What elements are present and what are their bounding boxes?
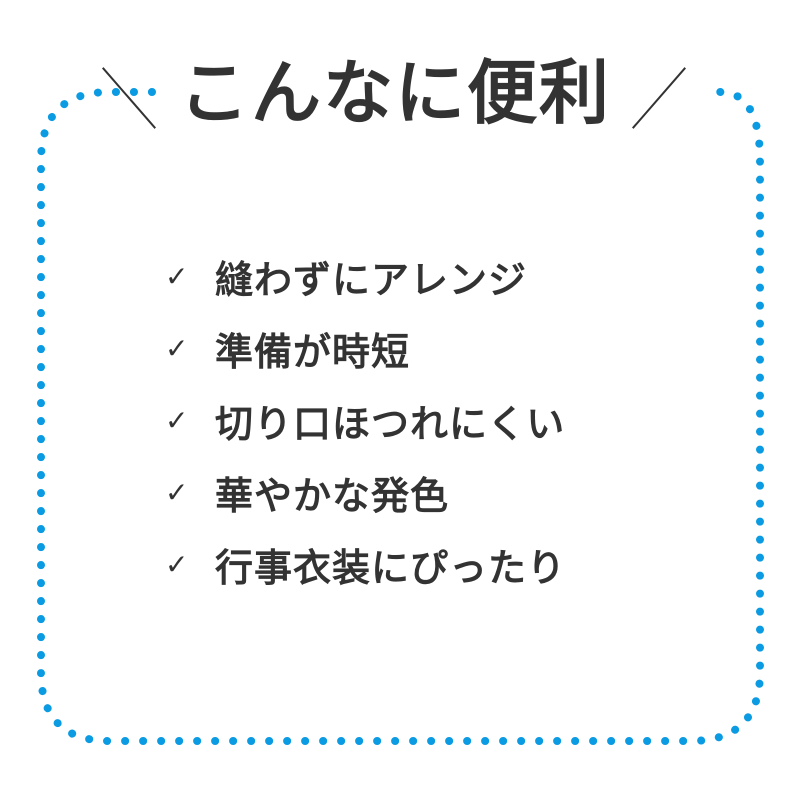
list-item: ✓ 華やかな発色 [165,456,566,528]
check-icon: ✓ [165,331,189,365]
list-item: ✓ 行事衣装にぴったり [165,528,566,600]
list-item: ✓ 準備が時短 [165,312,566,384]
list-item-label: 切り口ほつれにくい [215,401,566,446]
page-title: こんなに便利 [179,52,611,134]
list-item: ✓ 縫わずにアレンジ [165,240,566,312]
check-icon: ✓ [165,547,189,581]
feature-list: ✓ 縫わずにアレンジ ✓ 準備が時短 ✓ 切り口ほつれにくい ✓ 華やかな発色 … [165,240,566,600]
list-item-label: 華やかな発色 [215,473,450,518]
list-item-label: 準備が時短 [215,329,411,374]
check-icon: ✓ [165,403,189,437]
list-item: ✓ 切り口ほつれにくい [165,384,566,456]
check-icon: ✓ [165,259,189,293]
check-icon: ✓ [165,475,189,509]
list-item-label: 行事衣装にぴったり [215,545,567,590]
list-item-label: 縫わずにアレンジ [215,257,528,302]
